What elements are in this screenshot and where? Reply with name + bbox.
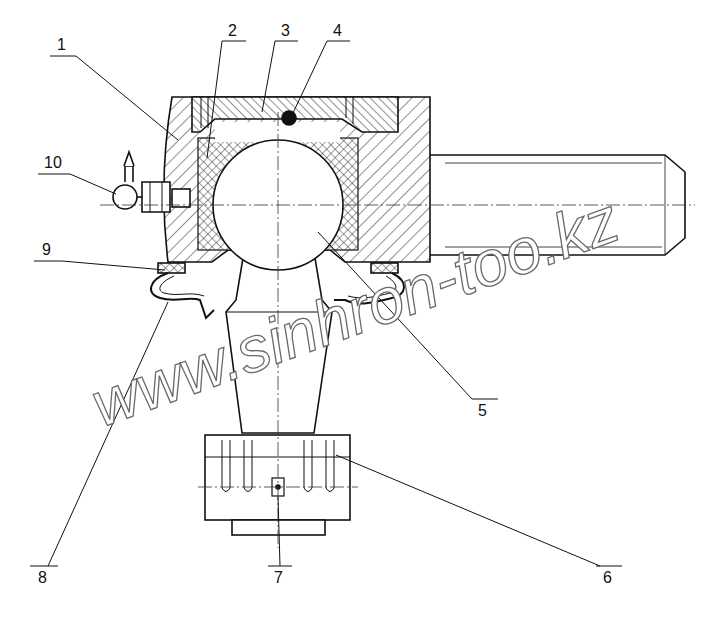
callout-number: 10 (44, 154, 62, 172)
callout-number: 8 (38, 569, 47, 587)
callout-number: 5 (478, 402, 487, 420)
callout-number: 1 (57, 36, 66, 54)
callout-number: 7 (274, 569, 283, 587)
callout-number: 4 (333, 22, 342, 40)
callout-number: 9 (42, 241, 51, 259)
callout-number: 6 (603, 569, 612, 587)
callout-number: 3 (281, 22, 290, 40)
callout-number: 2 (228, 22, 237, 40)
